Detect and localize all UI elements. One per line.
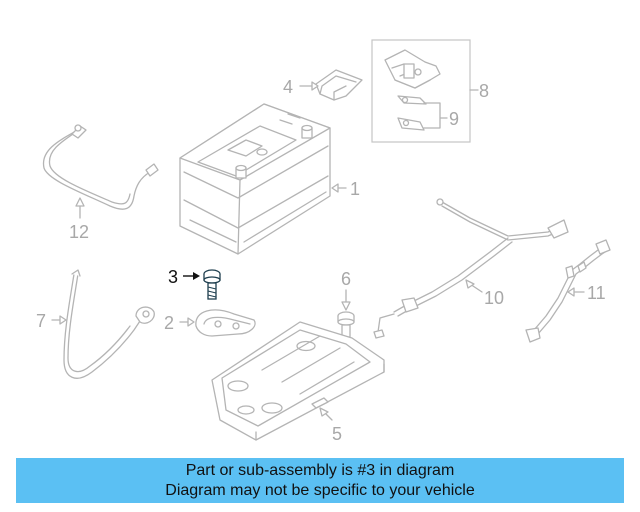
part-7-cable bbox=[63, 269, 155, 379]
part-6-bolt bbox=[337, 311, 355, 338]
part-12-cable bbox=[42, 124, 159, 210]
arrow-4 bbox=[311, 81, 319, 91]
part-10-cable bbox=[373, 198, 569, 339]
callout-2: 2 bbox=[164, 313, 174, 333]
callout-3: 3 bbox=[168, 267, 178, 287]
part-4-bracket bbox=[315, 69, 363, 101]
banner-line-1: Part or sub-assembly is #3 in diagram bbox=[185, 462, 455, 479]
arrow-11 bbox=[567, 287, 575, 297]
arrow-5 bbox=[319, 407, 329, 417]
callout-6: 6 bbox=[341, 269, 351, 289]
arrow-10 bbox=[465, 279, 475, 289]
callout-10: 10 bbox=[484, 288, 504, 308]
leader-9 bbox=[423, 102, 448, 129]
part-2-clamp bbox=[195, 309, 256, 337]
part-3-bolt bbox=[203, 269, 221, 300]
diagram-canvas: 8 9 4 1 12 bbox=[36, 39, 611, 444]
part-info-banner: Part or sub-assembly is #3 in diagram Di… bbox=[16, 458, 624, 503]
callout-11: 11 bbox=[587, 283, 606, 303]
banner-line-2: Diagram may not be specific to your vehi… bbox=[165, 482, 475, 499]
arrow-3 bbox=[193, 272, 200, 280]
part-1-battery bbox=[179, 103, 331, 255]
arrow-1 bbox=[331, 183, 339, 193]
callout-8: 8 bbox=[479, 81, 489, 101]
arrow-7 bbox=[59, 315, 67, 325]
arrow-2 bbox=[187, 317, 195, 327]
part-11-cable bbox=[525, 239, 611, 343]
callout-7: 7 bbox=[36, 311, 46, 331]
part-8-inset bbox=[371, 39, 471, 143]
callout-12: 12 bbox=[69, 222, 89, 242]
callout-9: 9 bbox=[449, 109, 459, 129]
arrow-6 bbox=[341, 301, 351, 311]
callout-4: 4 bbox=[283, 77, 293, 97]
callout-5: 5 bbox=[332, 424, 342, 444]
part-5-tray bbox=[211, 321, 385, 441]
callout-1: 1 bbox=[350, 179, 360, 199]
arrow-12 bbox=[75, 197, 85, 207]
